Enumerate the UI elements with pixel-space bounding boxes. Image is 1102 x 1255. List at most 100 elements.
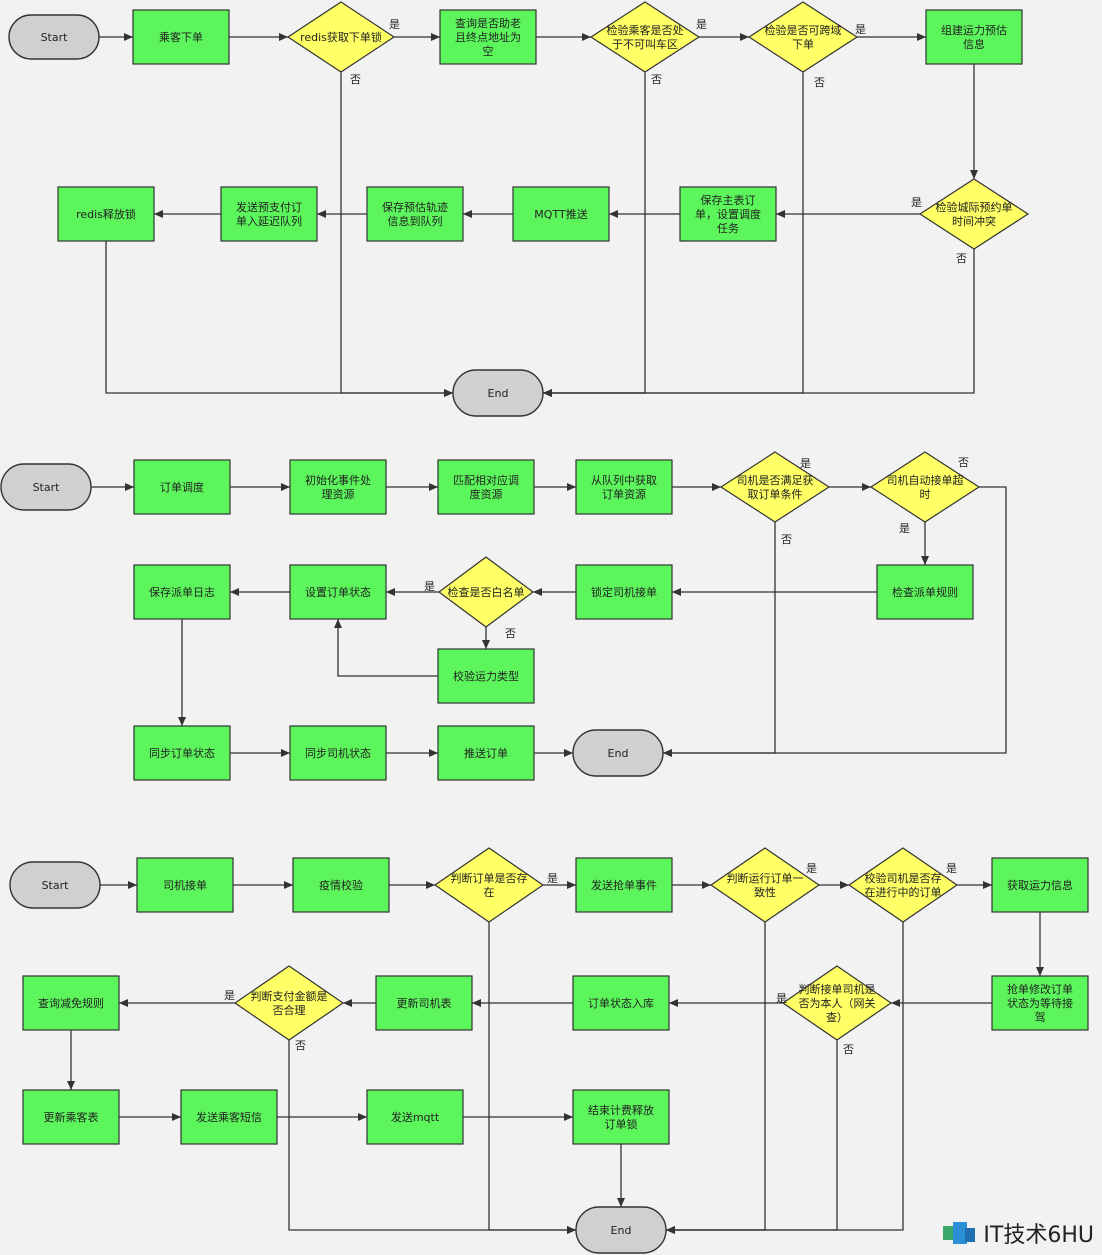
d2-get-from-queue-node-label: 从队列中获取 bbox=[591, 473, 657, 487]
yes-label: 是 bbox=[946, 862, 957, 875]
d3-driver-accept-node-label: 司机接单 bbox=[163, 878, 207, 892]
no-label: 否 bbox=[843, 1043, 854, 1056]
d2-whitelist-decision: 检查是否白名单 bbox=[437, 556, 535, 628]
connector-arrow bbox=[288, 1040, 576, 1234]
d3-in-progress-decision-label: 校验司机是否存 bbox=[865, 871, 942, 885]
d2-start-terminal-label: Start bbox=[33, 481, 61, 494]
d2-set-status-node-label: 设置订单状态 bbox=[305, 585, 371, 599]
d2-lock-driver-node-label: 锁定司机接单 bbox=[591, 585, 657, 599]
d1-check-no-call-decision-label: 检验乘客是否处 bbox=[607, 23, 684, 37]
d1-save-track-node-label: 信息到队列 bbox=[388, 214, 443, 228]
d3-update-driver-node-label: 更新司机表 bbox=[397, 996, 452, 1010]
d2-lock-driver-node: 锁定司机接单 bbox=[575, 564, 673, 620]
d3-order-exists-decision-label: 判断订单是否存 bbox=[451, 871, 528, 885]
connector-arrow bbox=[666, 922, 766, 1234]
d1-start-terminal-label: Start bbox=[41, 31, 69, 44]
d1-end-terminal-label: End bbox=[488, 387, 509, 400]
d3-pay-amount-decision-label: 判断支付金额是 bbox=[251, 989, 328, 1003]
d2-init-events-node-label: 初始化事件处 bbox=[305, 473, 371, 487]
d3-driver-accept-node: 司机接单 bbox=[136, 857, 234, 913]
d2-verify-capacity-node-label: 校验运力类型 bbox=[453, 669, 519, 683]
d1-check-old-addr-node-label: 空 bbox=[483, 44, 494, 58]
d1-place-order-node-label: 乘客下单 bbox=[159, 30, 203, 44]
d1-save-main-node-label: 保存主表订 bbox=[701, 193, 756, 207]
no-label: 否 bbox=[651, 73, 662, 86]
d2-end-terminal-label: End bbox=[608, 747, 629, 760]
d2-get-from-queue-node-label: 订单资源 bbox=[602, 487, 646, 501]
d3-discount-node-label: 查询减免规则 bbox=[38, 996, 104, 1010]
d1-send-prepay-node-label: 单入延迟队列 bbox=[236, 214, 302, 228]
d1-lock-decision-label: redis获取下单锁 bbox=[300, 30, 382, 44]
connector-arrow bbox=[666, 922, 904, 1234]
d1-mqtt-push-node-label: MQTT推送 bbox=[534, 207, 587, 221]
connector-arrow bbox=[340, 72, 453, 397]
d1-send-prepay-node-label: 发送预支付订 bbox=[236, 200, 302, 214]
yes-label: 是 bbox=[696, 18, 707, 31]
d3-update-passenger-node-label: 更新乘客表 bbox=[44, 1110, 99, 1124]
d3-end-terminal-label: End bbox=[611, 1224, 632, 1237]
d1-check-city-conflict-decision-label: 检验城际预约单 bbox=[936, 200, 1013, 214]
no-label: 否 bbox=[781, 533, 792, 546]
d3-grab-modify-node-label: 抢单修改订单 bbox=[1007, 982, 1073, 996]
yes-label: 是 bbox=[899, 522, 910, 535]
no-label: 否 bbox=[814, 76, 825, 89]
yes-label: 是 bbox=[389, 18, 400, 31]
d3-epidemic-node: 疫情校验 bbox=[292, 857, 390, 913]
connector-arrow bbox=[334, 619, 438, 677]
d3-send-sms-node: 发送乘客短信 bbox=[180, 1089, 278, 1145]
connector-arrow bbox=[663, 522, 776, 757]
watermark-logo-icon bbox=[943, 1220, 977, 1246]
yes-label: 是 bbox=[424, 580, 435, 593]
yes-label: 是 bbox=[776, 992, 787, 1005]
yes-label: 是 bbox=[547, 872, 558, 885]
d2-dispatch-node-label: 订单调度 bbox=[160, 480, 204, 494]
d2-push-order-node: 推送订单 bbox=[437, 725, 535, 781]
no-label: 否 bbox=[958, 456, 969, 469]
no-label: 否 bbox=[956, 252, 967, 265]
d1-check-city-conflict-decision-label: 时间冲突 bbox=[952, 214, 996, 228]
d3-start-terminal-label: Start bbox=[42, 879, 70, 892]
d3-end-billing-node-label: 订单锁 bbox=[605, 1117, 638, 1131]
d2-whitelist-decision-label: 检查是否白名单 bbox=[448, 585, 525, 599]
d3-is-self-decision-label: 判断接单司机是 bbox=[799, 982, 876, 996]
yes-label: 是 bbox=[806, 862, 817, 875]
d2-match-resource-node-label: 匹配相对应调 bbox=[453, 473, 519, 487]
connector-arrow bbox=[105, 241, 453, 397]
d2-sync-driver-node-label: 同步司机状态 bbox=[305, 746, 371, 760]
yes-label: 是 bbox=[911, 196, 922, 209]
d3-consistency-decision-label: 致性 bbox=[754, 885, 776, 899]
d3-update-passenger-node: 更新乘客表 bbox=[22, 1089, 120, 1145]
d2-dispatch-node: 订单调度 bbox=[133, 459, 231, 515]
d1-save-main-node-label: 单，设置调度 bbox=[695, 207, 761, 221]
d2-sync-order-node: 同步订单状态 bbox=[133, 725, 231, 781]
yes-label: 是 bbox=[800, 457, 811, 470]
d2-push-order-node-label: 推送订单 bbox=[464, 746, 508, 760]
no-label: 否 bbox=[295, 1039, 306, 1052]
d2-end-terminal: End bbox=[572, 729, 664, 777]
d3-update-driver-node: 更新司机表 bbox=[375, 975, 473, 1031]
d2-save-log-node-label: 保存派单日志 bbox=[149, 585, 215, 599]
d3-send-grab-node: 发送抢单事件 bbox=[575, 857, 673, 913]
d3-end-billing-node-label: 结束计费释放 bbox=[588, 1103, 654, 1117]
d3-grab-modify-node-label: 状态为等待接 bbox=[1007, 996, 1073, 1010]
no-label: 否 bbox=[350, 73, 361, 86]
d1-check-cross-city-decision-label: 下单 bbox=[792, 38, 814, 51]
d1-mqtt-push-node: MQTT推送 bbox=[512, 186, 610, 242]
d1-place-order-node: 乘客下单 bbox=[132, 9, 230, 65]
yes-label: 是 bbox=[855, 23, 866, 36]
d2-match-resource-node-label: 度资源 bbox=[470, 487, 503, 501]
d1-check-old-addr-node-label: 查询是否助老 bbox=[455, 16, 521, 30]
connector-arrow bbox=[488, 922, 576, 1234]
